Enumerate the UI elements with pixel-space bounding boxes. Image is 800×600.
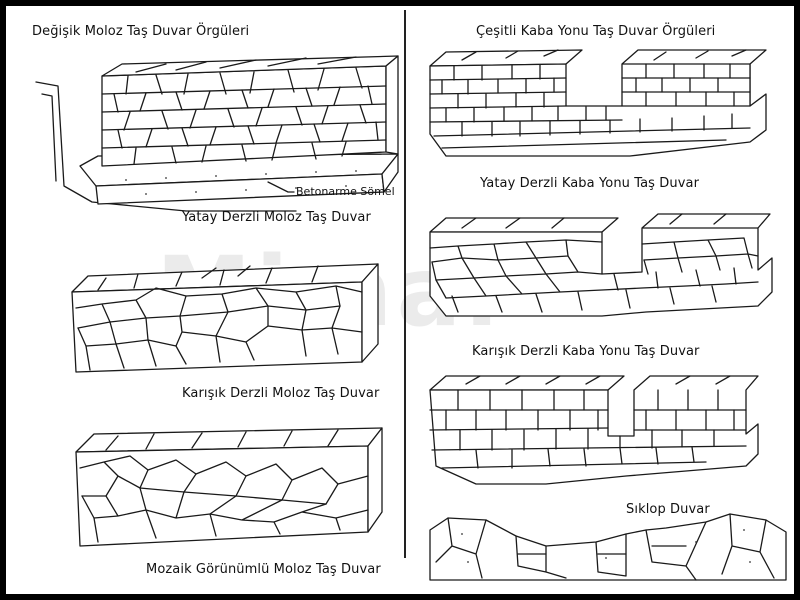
left-panel-1-caption: Yatay Derzli Moloz Taş Duvar — [182, 210, 371, 225]
cut-stone-wall-drawing — [429, 375, 759, 485]
column-divider — [404, 10, 406, 558]
right-panel-2-caption: Karışık Derzli Kaba Yonu Taş Duvar — [472, 344, 700, 359]
ground-line — [35, 81, 297, 212]
wall-front-5 — [429, 213, 773, 317]
left-panel-3-caption: Mozaik Görünümlü Moloz Taş Duvar — [146, 562, 381, 577]
horizontal-ashlar-wall-drawing — [429, 49, 767, 157]
right-panel-3-caption: Sıklop Duvar — [626, 502, 710, 517]
figure-canvas: Mimar Değişik Moloz Taş Duvar Örgüleri Ç… — [6, 6, 794, 594]
mosaic-rubble-wall-drawing — [75, 427, 383, 547]
right-column-heading: Çeşitli Kaba Yonu Taş Duvar Örgüleri — [476, 24, 716, 39]
left-column-heading: Değişik Moloz Taş Duvar Örgüleri — [32, 24, 250, 39]
cyclopean-wall-drawing — [429, 513, 787, 581]
callout-leader — [267, 181, 295, 193]
random-ashlar-wall-drawing — [429, 213, 773, 317]
cyclopean-face — [429, 513, 787, 581]
right-panel-1-caption: Yatay Derzli Kaba Yonu Taş Duvar — [480, 176, 700, 191]
footing-callout-label: Betonarme Sömel — [296, 185, 395, 198]
horizontal-rubble-wall-drawing — [35, 55, 399, 212]
random-rubble-wall-drawing — [71, 263, 379, 373]
left-panel-2-caption: Karışık Derzli Moloz Taş Duvar — [182, 386, 380, 401]
